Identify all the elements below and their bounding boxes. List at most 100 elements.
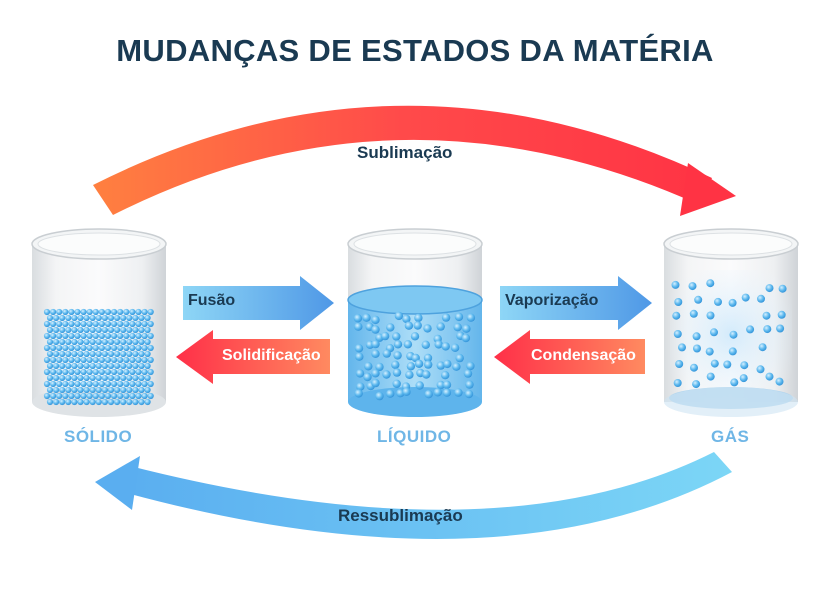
particle (98, 356, 105, 364)
particle (443, 359, 452, 369)
particle (371, 325, 380, 334)
particle (83, 374, 90, 382)
particle (147, 380, 154, 388)
particle (454, 388, 463, 397)
particle (126, 386, 133, 394)
particle (86, 380, 93, 388)
beaker-gas (663, 228, 799, 417)
particle (354, 322, 363, 331)
particle (355, 369, 365, 378)
particle (404, 321, 414, 330)
particle (362, 313, 371, 322)
particle (126, 362, 133, 370)
particle (392, 379, 401, 388)
particle (414, 313, 423, 323)
particle (706, 372, 715, 381)
particle (693, 344, 701, 353)
particle (77, 326, 84, 334)
particle (98, 380, 105, 388)
particle (138, 326, 145, 334)
particle (83, 362, 90, 370)
particle (123, 308, 130, 316)
particle (89, 326, 96, 334)
particle (53, 386, 60, 394)
particle (442, 388, 452, 397)
particle (74, 308, 81, 316)
particle (114, 326, 121, 334)
particle (147, 332, 154, 340)
particle (92, 392, 99, 400)
particle (138, 314, 145, 322)
particle (356, 382, 365, 391)
particle (371, 315, 380, 325)
particle (50, 332, 57, 340)
particle (141, 344, 148, 352)
particle (135, 344, 142, 352)
particle (117, 344, 124, 352)
particle (394, 311, 404, 321)
particle (80, 356, 87, 364)
particle (777, 310, 786, 319)
state-label-liquid: LÍQUIDO (377, 427, 452, 446)
particle (386, 389, 395, 398)
particle (62, 332, 69, 340)
particle (135, 380, 142, 388)
particle (80, 368, 87, 376)
particle (62, 308, 69, 316)
gas-particles (671, 279, 787, 389)
particle (89, 362, 96, 370)
particle (423, 353, 433, 363)
particle (147, 320, 154, 328)
particle (454, 312, 464, 322)
particle (740, 361, 749, 370)
particle (111, 392, 118, 400)
particle (382, 349, 391, 358)
particle (95, 350, 102, 358)
particle (56, 392, 63, 400)
particle (71, 314, 78, 322)
particle (83, 338, 90, 346)
particle (386, 323, 395, 332)
particle (129, 380, 136, 388)
particle (62, 320, 69, 328)
particle (129, 308, 136, 316)
particle (144, 314, 151, 322)
particle (141, 320, 148, 328)
particle (80, 332, 87, 340)
particle (706, 279, 715, 288)
particle (53, 338, 60, 346)
particle (98, 392, 105, 400)
particle (455, 353, 464, 363)
particle (56, 308, 63, 316)
particle (89, 338, 96, 346)
particle (104, 380, 112, 388)
particle (46, 362, 54, 370)
particle (107, 386, 115, 394)
fusion-arrow (183, 276, 334, 330)
particle (59, 326, 66, 334)
particle (92, 320, 99, 328)
particle (89, 314, 96, 322)
particle (101, 314, 108, 322)
particle (46, 326, 54, 334)
particle (98, 320, 105, 328)
particle (758, 343, 767, 352)
particle (65, 314, 72, 322)
particle (728, 298, 737, 307)
particle (77, 386, 84, 394)
particle (114, 386, 121, 394)
particle (392, 332, 401, 341)
particle (56, 344, 63, 352)
particle (692, 332, 701, 341)
particle (107, 314, 115, 322)
particle (120, 362, 127, 370)
particle (71, 386, 78, 394)
particle (80, 392, 87, 400)
particle (46, 398, 54, 406)
particle (117, 368, 124, 376)
particle (98, 368, 105, 376)
particle (126, 374, 133, 382)
particle (441, 313, 451, 322)
